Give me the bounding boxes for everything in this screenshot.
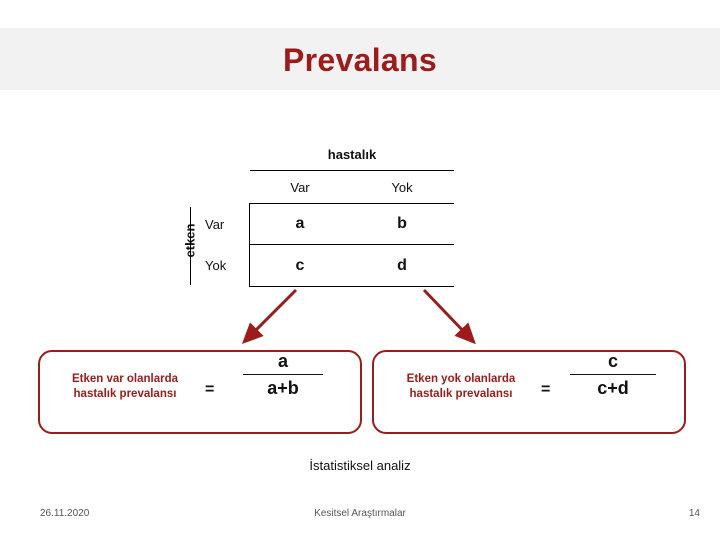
arrow-left: [241, 288, 298, 345]
table-rule-left: [249, 203, 250, 287]
fraction-left-denominator: a+b: [267, 378, 299, 398]
table-cell-a: a: [295, 215, 305, 232]
column-header-yok: Yok: [391, 180, 413, 195]
result-label-left-line2: hastalık prevalansı: [73, 388, 177, 400]
result-box-right: [372, 350, 686, 434]
fraction-right-bar: [570, 374, 656, 375]
equals-left: =: [205, 381, 215, 398]
row-label-yok: Yok: [205, 258, 227, 273]
table-cell-b: b: [397, 215, 407, 232]
result-box-left: [38, 350, 362, 434]
table-cell-c: c: [295, 257, 305, 274]
fraction-right-denominator: c+d: [597, 378, 629, 398]
row-label-var: Var: [205, 217, 225, 232]
result-label-left: Etken var olanlarda hastalık prevalansı: [50, 372, 200, 402]
column-header-var: Var: [290, 180, 310, 195]
footer-date: 26.11.2020: [40, 508, 90, 519]
result-label-right-line1: Etken yok olanlarda: [406, 373, 516, 385]
equals-right: =: [541, 381, 551, 398]
result-label-left-line1: Etken var olanlarda: [71, 373, 179, 385]
fraction-right: c c+d: [558, 350, 668, 399]
table-cell-d: d: [397, 257, 407, 274]
result-label-right-line2: hastalık prevalansı: [409, 388, 513, 400]
table-top-rule: [250, 170, 454, 171]
footer-title: Kesitsel Araştırmalar: [314, 508, 406, 519]
fraction-left-numerator: a: [277, 351, 288, 371]
side-header-rule: [190, 207, 191, 285]
table-rule-middle: [250, 244, 454, 245]
footer-page-number: 14: [688, 508, 700, 519]
result-label-right: Etken yok olanlarda hastalık prevalansı: [386, 372, 536, 402]
arrow-right: [422, 288, 476, 345]
page-title: Prevalans: [283, 42, 437, 78]
fraction-right-numerator: c: [607, 351, 618, 371]
table-rule-top: [250, 203, 454, 204]
title-band: [0, 28, 720, 90]
fraction-left-bar: [243, 374, 323, 375]
fraction-left: a a+b: [228, 350, 338, 399]
table-top-header: hastalık: [327, 147, 377, 162]
table-rule-bottom: [250, 286, 454, 287]
caption-statistical-analysis: İstatistiksel analiz: [309, 458, 411, 473]
